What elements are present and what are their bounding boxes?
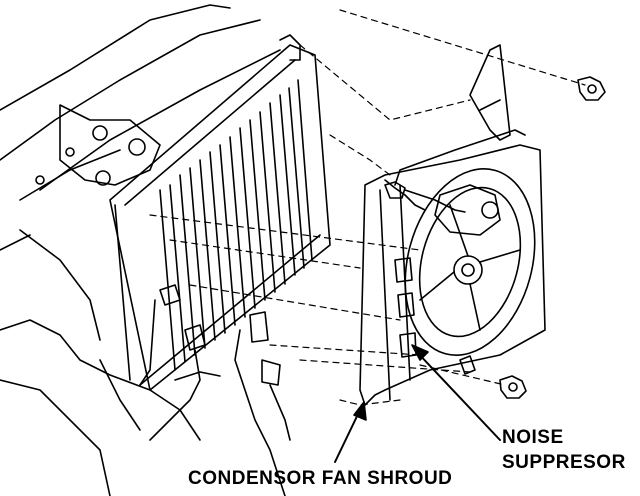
noise-suppresor-label-line1: NOISE <box>502 427 564 448</box>
radiator <box>109 34 331 391</box>
shroud-leader <box>334 401 367 463</box>
noise-suppresor-label-line2: SUPPRESOR <box>502 452 626 473</box>
noise-suppresor-leader <box>411 344 501 441</box>
fan-motor <box>434 44 511 375</box>
condensor-fan-shroud-label: CONDENSOR FAN SHROUD <box>188 468 453 489</box>
wiring-harness <box>149 311 291 496</box>
body-frame <box>0 4 281 496</box>
assembly-guide-lines <box>149 9 586 406</box>
condensor-fan-shroud <box>359 129 546 406</box>
bolts <box>499 76 606 399</box>
